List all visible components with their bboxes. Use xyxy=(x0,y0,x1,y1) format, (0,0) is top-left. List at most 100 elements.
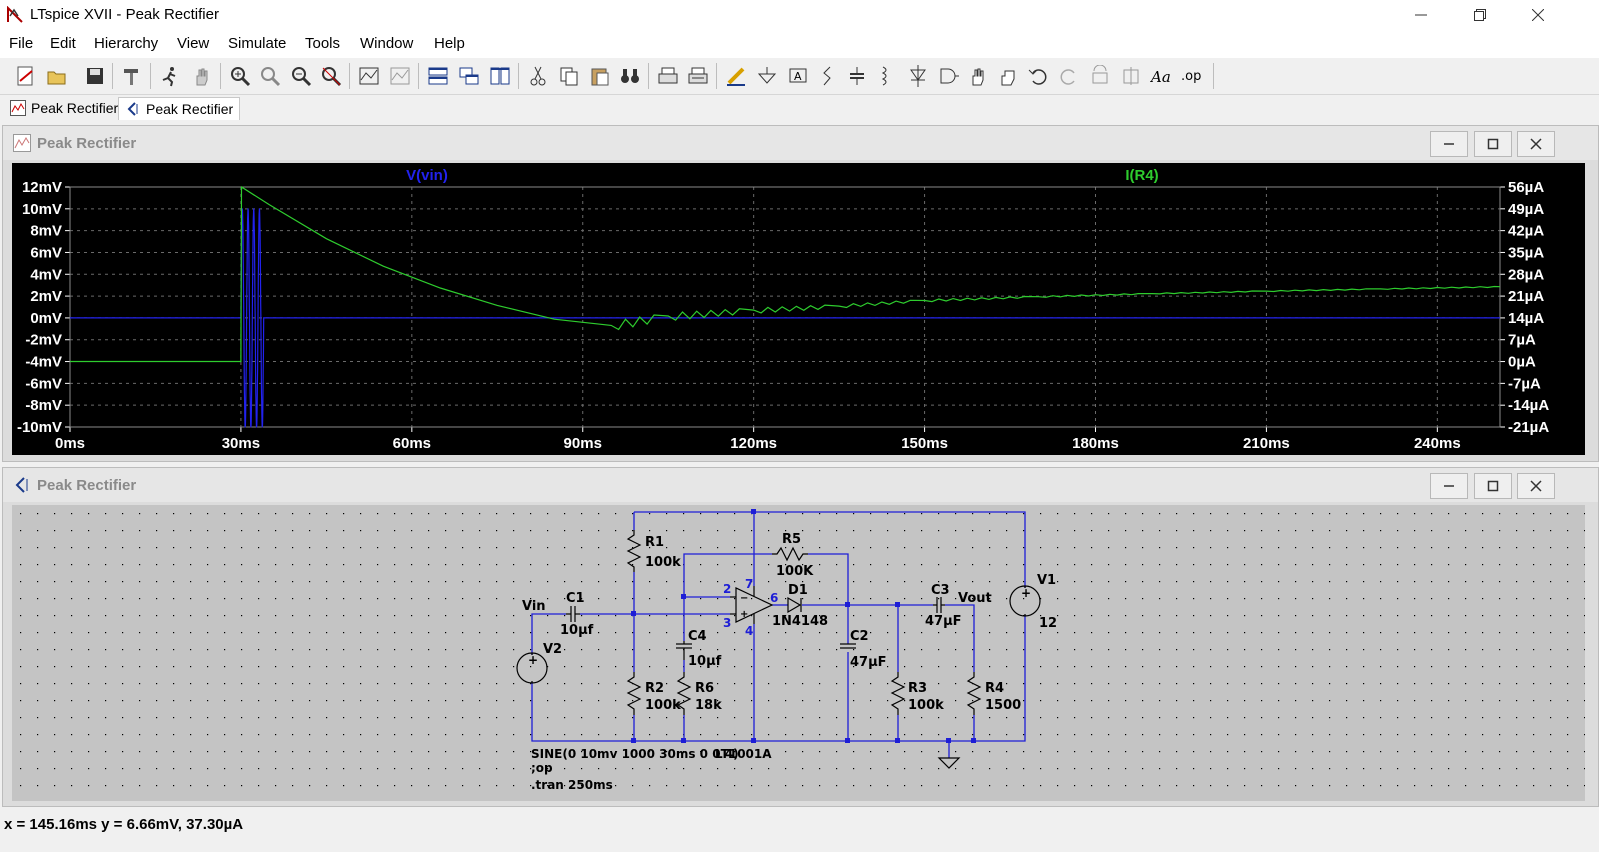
copy-button[interactable] xyxy=(557,64,581,88)
trace-label-ir4: I(R4) xyxy=(1125,167,1158,184)
save-button[interactable] xyxy=(83,64,107,88)
minimize-icon xyxy=(1444,143,1454,145)
capacitor-button[interactable] xyxy=(845,64,869,88)
hammer-icon xyxy=(124,69,138,85)
r1-name: R1 xyxy=(645,535,664,550)
resistor-icon xyxy=(823,66,831,86)
component-button[interactable] xyxy=(936,64,960,88)
menu-edit[interactable]: Edit xyxy=(50,35,76,52)
autorange-icon xyxy=(359,67,379,85)
schematic-window-title: Peak Rectifier xyxy=(37,477,137,494)
resistor-button[interactable] xyxy=(815,64,839,88)
menu-file[interactable]: File xyxy=(9,35,34,52)
waveform-close-button[interactable] xyxy=(1517,131,1555,157)
y-right-tick-label: -21µA xyxy=(1508,419,1549,436)
x-tick-label: 30ms xyxy=(222,435,260,452)
menu-hierarchy[interactable]: Hierarchy xyxy=(94,35,159,52)
menu-window[interactable]: Window xyxy=(360,35,414,52)
drag-button[interactable] xyxy=(996,64,1020,88)
pencil-icon xyxy=(727,67,745,86)
pan-button[interactable] xyxy=(258,64,282,88)
r2-value: 100k xyxy=(645,698,681,713)
restore-button[interactable] xyxy=(1457,0,1503,30)
x-tick-label: 150ms xyxy=(901,435,948,452)
waveform-minimize-button[interactable] xyxy=(1430,131,1468,157)
svg-text:.op: .op xyxy=(1181,69,1201,84)
copy-icon xyxy=(560,67,578,86)
inductor-button[interactable] xyxy=(874,64,898,88)
redo-button[interactable] xyxy=(1057,64,1081,88)
schematic-icon xyxy=(15,477,28,493)
schematic-window: Peak Rectifier xyxy=(2,467,1599,807)
ground-button[interactable] xyxy=(755,64,779,88)
menu-tools[interactable]: Tools xyxy=(305,35,341,52)
cascade-button[interactable] xyxy=(457,64,481,88)
text-button[interactable]: Aa xyxy=(1149,64,1173,88)
halt-button[interactable] xyxy=(190,64,214,88)
zoom-fit-button[interactable] xyxy=(319,64,343,88)
schematic-maximize-button[interactable] xyxy=(1474,473,1512,499)
open-button[interactable] xyxy=(45,64,69,88)
undo-button[interactable] xyxy=(1026,64,1050,88)
tab-waveform[interactable]: Peak Rectifier xyxy=(4,97,124,119)
schematic-canvas[interactable]: + + − + R1 100k R2 100k R6 18k R3 100k R… xyxy=(12,505,1585,801)
mirror-icon xyxy=(1123,67,1139,85)
spice-directive-icon: .op xyxy=(1181,69,1201,84)
draw-wire-button[interactable] xyxy=(724,64,748,88)
control-panel-button[interactable] xyxy=(120,64,144,88)
c4-value: 10µf xyxy=(688,654,722,669)
r1-value: 100k xyxy=(645,555,681,570)
move-button[interactable] xyxy=(966,64,990,88)
undo-icon xyxy=(1028,69,1047,85)
run-button[interactable] xyxy=(158,64,182,88)
tab-schematic[interactable]: Peak Rectifier xyxy=(118,97,241,120)
close-icon xyxy=(1532,9,1544,21)
new-schematic-button[interactable] xyxy=(14,64,38,88)
zoom-out-button[interactable] xyxy=(289,64,313,88)
window-title: LTspice XVII - Peak Rectifier xyxy=(30,6,219,23)
maximize-icon xyxy=(1487,138,1499,150)
close-button[interactable] xyxy=(1515,0,1561,30)
spice-directive-button[interactable]: .op xyxy=(1180,64,1204,88)
cut-button[interactable] xyxy=(526,64,550,88)
delete-trace-button[interactable] xyxy=(388,64,412,88)
label-net-button[interactable]: A xyxy=(786,64,810,88)
scissors-icon xyxy=(530,66,546,86)
tile-vertical-button[interactable] xyxy=(488,64,512,88)
diode-icon xyxy=(910,65,926,87)
diode-button[interactable] xyxy=(906,64,930,88)
new-schematic-icon xyxy=(17,66,33,86)
y-right-tick-label: 28µA xyxy=(1508,266,1544,283)
paste-button[interactable] xyxy=(588,64,612,88)
rotate-button[interactable] xyxy=(1089,64,1113,88)
waveform-maximize-button[interactable] xyxy=(1474,131,1512,157)
svg-text:−: − xyxy=(740,593,748,604)
menu-simulate[interactable]: Simulate xyxy=(228,35,287,52)
minimize-button[interactable] xyxy=(1398,0,1444,30)
print-setup-button[interactable] xyxy=(686,64,710,88)
y-left-tick-label: 10mV xyxy=(22,201,62,218)
r2-name: R2 xyxy=(645,681,664,696)
zoom-in-button[interactable] xyxy=(228,64,252,88)
menu-help[interactable]: Help xyxy=(434,35,465,52)
opamp-pin-7: 7 xyxy=(745,577,753,591)
restore-icon xyxy=(1474,9,1486,21)
opamp-pin-3: 3 xyxy=(723,616,731,630)
autorange-button[interactable] xyxy=(357,64,381,88)
tile-horizontal-button[interactable] xyxy=(426,64,450,88)
c1-name: C1 xyxy=(566,591,585,606)
schematic-minimize-button[interactable] xyxy=(1430,473,1468,499)
print-button[interactable] xyxy=(656,64,680,88)
opamp-pin-2: 2 xyxy=(723,582,731,596)
find-button[interactable] xyxy=(618,64,642,88)
x-tick-label: 0ms xyxy=(55,435,85,452)
cursor-readout: x = 145.16ms y = 6.66mV, 37.30µA xyxy=(4,816,244,833)
y-left-tick-label: 4mV xyxy=(30,266,62,283)
menu-view[interactable]: View xyxy=(177,35,210,52)
schematic-close-button[interactable] xyxy=(1517,473,1555,499)
hand-icon xyxy=(196,68,208,86)
svg-text:A: A xyxy=(794,70,802,83)
mirror-button[interactable] xyxy=(1119,64,1143,88)
d1-value: 1N4148 xyxy=(772,614,828,629)
